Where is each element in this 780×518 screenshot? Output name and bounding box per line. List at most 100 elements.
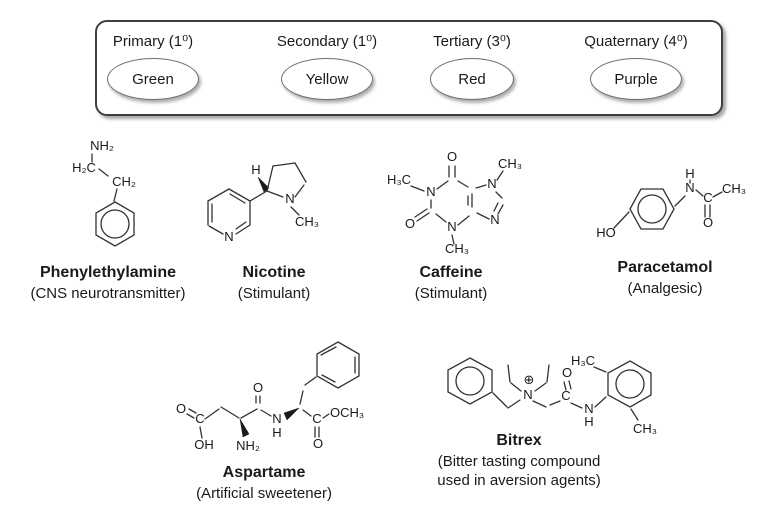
molecule-description: (Stimulant): [414, 285, 488, 302]
atom-label: C: [312, 411, 321, 426]
molecule-name: Aspartame: [222, 464, 306, 481]
legend-label: Secondary (1⁰): [276, 33, 378, 50]
legend-item-quaternary: Quaternary (4⁰) Purple: [578, 32, 694, 100]
legend-label: Quaternary (4⁰): [584, 33, 688, 50]
benzene-ring: [316, 341, 360, 389]
atom-label: CH₂: [112, 174, 136, 189]
atom-label: O: [405, 216, 415, 231]
atom-label: C: [195, 411, 204, 426]
pyridine-ring: [207, 188, 251, 235]
molecule-description: (Analgesic): [627, 280, 703, 297]
bonds: [249, 162, 307, 216]
atom-label: N: [272, 411, 281, 426]
bonds: [613, 179, 723, 229]
atom-labels: NH₂ H₂C CH₂: [72, 138, 136, 189]
amine-class-legend: Primary (1⁰) Green Secondary (1⁰) Yellow…: [95, 20, 723, 116]
atom-label: N: [490, 212, 499, 227]
molecule-caption-nicotine: Nicotine (Stimulant): [194, 264, 354, 303]
legend-item-secondary: Secondary (1⁰) Yellow: [269, 32, 385, 100]
legend-color-name: Red: [458, 70, 486, 88]
legend-label: Tertiary (3⁰): [433, 33, 511, 50]
atom-label: CH₃: [445, 241, 469, 256]
atom-label: O: [703, 215, 713, 230]
atom-label: HO: [596, 225, 616, 240]
stereo-wedge: [257, 176, 270, 193]
molecule-caption-paracetamol: Paracetamol (Analgesic): [585, 259, 745, 298]
atom-label: ⊕: [524, 372, 535, 387]
atom-label: NH₂: [90, 138, 114, 153]
atom-label: O: [562, 365, 572, 380]
atom-label: N: [426, 184, 435, 199]
molecule-name: Paracetamol: [617, 259, 713, 276]
structure-phenylethylamine: NH₂ H₂C CH₂: [72, 138, 136, 247]
atom-label: CH₃: [722, 181, 746, 196]
molecule-name: Nicotine: [242, 264, 306, 281]
atom-label: N: [285, 191, 294, 206]
atom-label: H₃C: [571, 353, 595, 368]
atom-label: CH₃: [498, 156, 522, 171]
atom-label: NH₂: [236, 438, 260, 453]
bonds: [410, 165, 504, 245]
benzene-ring: [629, 188, 675, 230]
legend-oval-purple: Purple: [590, 58, 682, 100]
structure-paracetamol: HO HNC CH₃ O: [596, 166, 746, 240]
atom-label: N: [487, 176, 496, 191]
molecule-name: Caffeine: [419, 264, 483, 281]
atom-label: H₃C: [387, 172, 411, 187]
atom-label: CH₃: [295, 214, 319, 229]
legend-color-name: Green: [132, 70, 174, 88]
atom-label: N: [224, 229, 233, 244]
atom-label: C: [561, 388, 570, 403]
atom-label: O: [313, 436, 323, 451]
atom-label: N: [685, 180, 694, 195]
legend-color-name: Purple: [614, 70, 658, 88]
legend-oval-red: Red: [430, 58, 514, 100]
bonds: [91, 153, 118, 202]
atom-label: N: [523, 387, 532, 402]
benzyl-ring: [447, 357, 493, 405]
molecule-description: (CNS neurotransmitter): [30, 285, 186, 302]
atom-label: O: [176, 401, 186, 416]
atom-label: C: [703, 190, 712, 205]
stereo-wedge: [239, 418, 250, 438]
legend-label: Primary (1⁰): [112, 33, 194, 50]
molecule-name: Phenylethylamine: [39, 264, 177, 281]
atom-label: H: [251, 162, 260, 177]
legend-oval-yellow: Yellow: [281, 58, 373, 100]
atom-label: OCH₃: [330, 405, 364, 420]
molecule-caption-bitrex: Bitrex (Bitter tasting compound used in …: [404, 432, 634, 490]
molecule-description: (Artificial sweetener): [196, 485, 332, 502]
molecule-caption-phenylethylamine: Phenylethylamine (CNS neurotransmitter): [8, 264, 208, 303]
atom-label: H: [272, 425, 281, 440]
atom-label: N: [584, 401, 593, 416]
atom-label: CH₃: [633, 421, 657, 436]
legend-oval-green: Green: [107, 58, 199, 100]
molecule-description: (Stimulant): [237, 285, 311, 302]
molecule-description: (Bitter tasting compound used in aversio…: [437, 453, 601, 489]
legend-item-primary: Primary (1⁰) Green: [95, 32, 211, 100]
molecule-name: Bitrex: [496, 432, 542, 449]
atom-label: H₂C: [72, 160, 96, 175]
bonds: [186, 376, 330, 439]
atom-label: N: [447, 219, 456, 234]
atom-labels: HO HNC CH₃ O: [596, 166, 746, 240]
atom-label: O: [253, 380, 263, 395]
legend-item-tertiary: Tertiary (3⁰) Red: [414, 32, 530, 100]
atom-label: OH: [194, 437, 214, 452]
benzene-ring: [95, 201, 135, 247]
molecule-caption-caffeine: Caffeine (Stimulant): [371, 264, 531, 303]
bonds: [492, 364, 639, 421]
legend-color-name: Yellow: [305, 70, 349, 88]
stereo-wedge: [283, 407, 300, 421]
atom-label: H: [685, 166, 694, 181]
xylyl-ring: [607, 360, 652, 408]
